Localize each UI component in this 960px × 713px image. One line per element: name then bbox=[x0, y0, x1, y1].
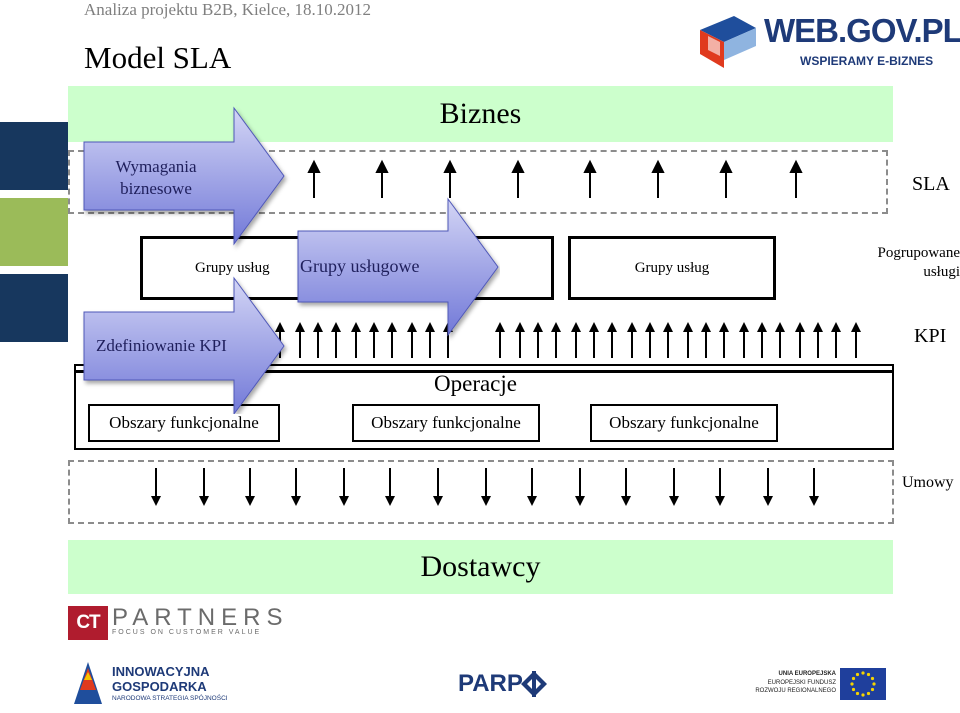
sla-zone bbox=[68, 150, 888, 214]
obszary-box-3: Obszary funkcjonalne bbox=[590, 404, 778, 442]
arrow-wymagania-shape bbox=[83, 106, 285, 246]
arrow-kpi-shape bbox=[83, 276, 285, 414]
sidebar-block-3 bbox=[0, 274, 68, 342]
webgov-logo-tagline: WSPIERAMY E-BIZNES bbox=[800, 54, 934, 68]
webgov-logo-text: WEB.GOV.PL bbox=[764, 12, 960, 49]
grupy-uslug-box-2: Grupy usług bbox=[568, 236, 776, 300]
eu-line2: EUROPEJSKI FUNDUSZ bbox=[767, 680, 836, 686]
umowy-zone bbox=[68, 460, 894, 524]
slide-title: Model SLA bbox=[84, 40, 232, 75]
obszary-label-1: Obszary funkcjonalne bbox=[109, 413, 259, 432]
biznes-band: Biznes bbox=[68, 86, 893, 142]
obszary-box-2: Obszary funkcjonalne bbox=[352, 404, 540, 442]
eu-line1: UNIA EUROPEJSKA bbox=[778, 671, 836, 677]
obszary-label-3: Obszary funkcjonalne bbox=[609, 413, 759, 432]
arrow-grupy-label: Grupy usługowe bbox=[300, 256, 420, 276]
umowy-label: Umowy bbox=[902, 474, 954, 491]
webgov-logo-icon bbox=[700, 16, 756, 68]
dostawcy-label: Dostawcy bbox=[420, 550, 541, 583]
parp-logo-icon bbox=[521, 671, 547, 697]
parp-logo-text: PARP bbox=[458, 670, 523, 697]
sla-label: SLA bbox=[912, 173, 950, 195]
arrow-kpi-label: Zdefiniowanie KPI bbox=[96, 336, 227, 355]
innowacyjna-gospodarka-logo: INNOWACYJNA GOSPODARKA NARODOWA STRATEGI… bbox=[70, 660, 260, 706]
grupy-uslug-label-1: Grupy usług bbox=[195, 259, 270, 276]
kpi-label: KPI bbox=[914, 325, 947, 347]
operacje-box bbox=[74, 364, 894, 450]
webgov-logo: WEB.GOV.PL WSPIERAMY E-BIZNES bbox=[694, 10, 960, 72]
presentation-subtitle: Analiza projektu B2B, Kielce, 18.10.2012 bbox=[84, 0, 372, 19]
ig-line2: GOSPODARKA bbox=[112, 679, 207, 694]
sidebar-block-1 bbox=[0, 122, 68, 190]
sla-up-arrows bbox=[307, 159, 803, 198]
umowy-down-arrows bbox=[150, 467, 820, 507]
arrow-grupy-shape bbox=[297, 197, 499, 337]
grupy-uslug-label-2: Grupy usług bbox=[634, 259, 710, 276]
parp-logo: PARP bbox=[458, 668, 550, 702]
ig-line3: NARODOWA STRATEGIA SPÓJNOŚCI bbox=[112, 695, 228, 702]
block-arrows bbox=[83, 106, 499, 414]
dostawcy-band: Dostawcy bbox=[68, 540, 893, 594]
ig-logo-icon bbox=[74, 662, 102, 704]
eu-line3: ROZWOJU REGIONALNEGO bbox=[755, 688, 836, 694]
ct-logo-text: PARTNERS bbox=[112, 604, 289, 631]
ig-line1: INNOWACYJNA bbox=[112, 664, 210, 679]
sidebar-block-2 bbox=[0, 198, 68, 266]
arrow-wymagania-label: Wymagania biznesowe bbox=[115, 157, 197, 198]
pogrupowane-uslugi-label: Pogrupowane usługi bbox=[877, 245, 960, 280]
ct-logo-mark: CT bbox=[68, 606, 108, 640]
biznes-label: Biznes bbox=[439, 97, 522, 130]
obszary-label-2: Obszary funkcjonalne bbox=[371, 413, 521, 432]
operacje-label: Operacje bbox=[434, 371, 517, 396]
ct-partners-logo: CT PARTNERS FOCUS ON CUSTOMER VALUE bbox=[68, 604, 282, 640]
eu-logo: UNIA EUROPEJSKA EUROPEJSKI FUNDUSZ ROZWO… bbox=[752, 668, 892, 702]
ct-logo-tagline: FOCUS ON CUSTOMER VALUE bbox=[112, 629, 262, 636]
eu-flag-icon bbox=[840, 668, 886, 700]
obszary-box-1: Obszary funkcjonalne bbox=[88, 404, 280, 442]
